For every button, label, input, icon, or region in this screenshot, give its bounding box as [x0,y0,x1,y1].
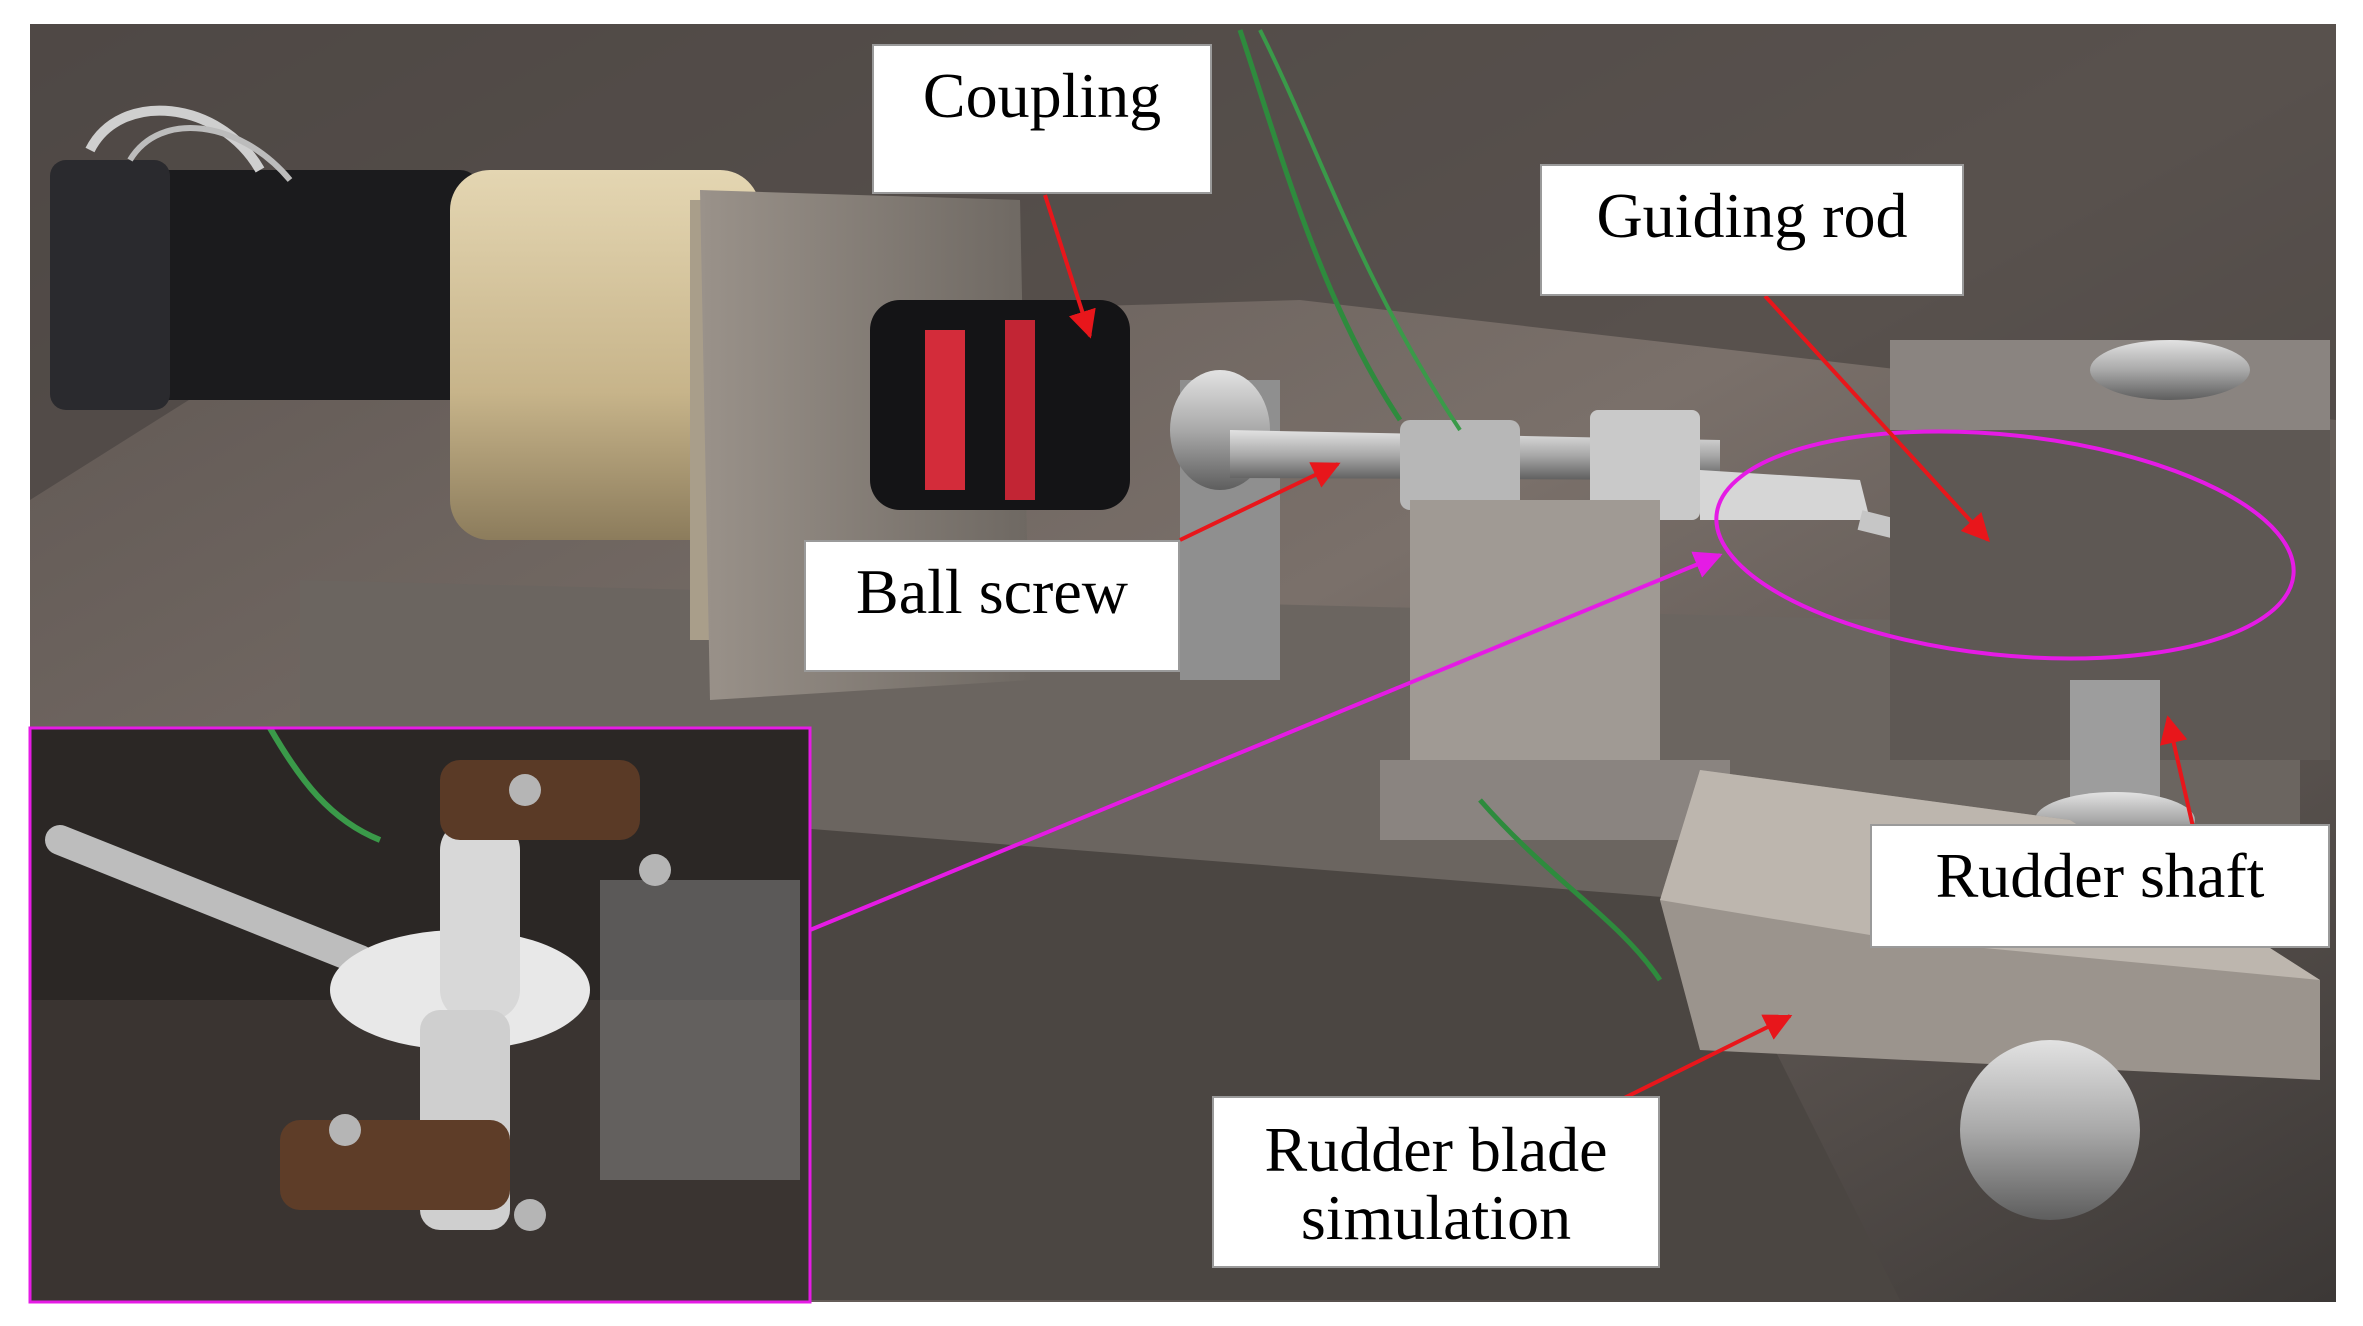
coupling-spider-1 [925,330,965,490]
motor-end-cap [50,160,170,410]
top-pulley [2090,340,2250,400]
carriage-plate [1410,500,1660,800]
coupling-spider-2 [1005,320,1035,500]
highlight-ellipse [1714,429,2296,661]
motor-cable [85,105,265,173]
rudder-blade-label-line1: Rudder blade [1264,1114,1608,1185]
screw-nut [1400,420,1520,510]
carriage-base [1380,760,1730,840]
guiding-rod-arrow [1763,294,1990,543]
rudder-shaft-arrow [2159,715,2198,841]
guiding-rod-label: Guiding rod [1540,164,1964,296]
rudder-blade-label-line2: simulation [1300,1182,1572,1253]
coupling-label: Coupling [872,44,1212,194]
green-wire-2 [1258,29,1462,432]
inset-frame [28,726,812,1304]
coupling-arrow [1043,194,1096,339]
ball-screw-label-text: Ball screw [856,556,1128,627]
coupling-body [870,300,1130,510]
green-wire-3 [1478,798,1663,982]
guiding-rod-label-text: Guiding rod [1596,180,1908,251]
block-pulley [1960,1040,2140,1220]
slider-block [1590,410,1700,520]
green-wire-1 [1237,29,1403,422]
ballscrew-arrow [1179,462,1341,542]
motor-cable-2 [127,125,293,182]
inset-connector-arrow [809,551,1723,932]
rudder-shaft-label-text: Rudder shaft [1935,840,2265,911]
inset-detail-photo [30,726,810,1302]
coupling-label-text: Coupling [922,60,1162,131]
guiding-rod [1700,470,1870,520]
gearbox [450,170,760,540]
rudder-blade-arrow [1599,1014,1793,1112]
rudder-blade-simulation-label: Rudder blade simulation [1212,1096,1660,1268]
rudder-shaft-label: Rudder shaft [1870,824,2330,948]
ball-screw-label: Ball screw [804,540,1180,672]
back-wall [30,24,2336,500]
